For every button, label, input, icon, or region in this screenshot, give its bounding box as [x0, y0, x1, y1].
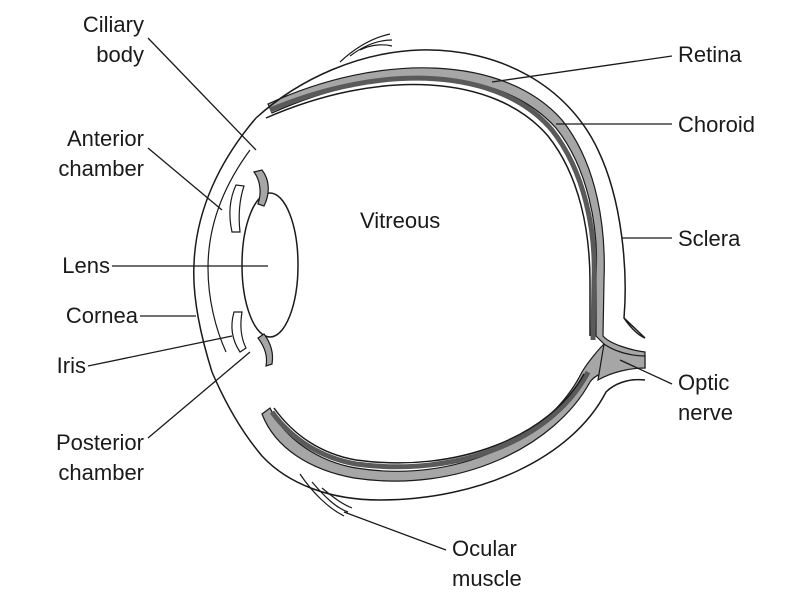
label-sclera: Sclera: [678, 224, 740, 254]
label-anterior-chamber: Anterior chamber: [10, 124, 144, 184]
leader-ocular-muscle: [344, 512, 446, 550]
lens-shape: [242, 193, 298, 337]
leader-ciliary-body: [148, 38, 256, 150]
label-ciliary-body: Ciliary body: [40, 10, 144, 70]
ciliary-body-lower: [258, 334, 273, 366]
label-posterior-chamber: Posterior chamber: [6, 428, 144, 488]
ocular-muscle-bottom: [300, 474, 352, 516]
iris-lower: [232, 312, 246, 352]
leader-retina: [492, 56, 672, 82]
label-ocular-muscle: Ocular muscle: [452, 534, 522, 594]
leader-posterior-chamber: [148, 352, 250, 438]
ciliary-body-upper: [254, 170, 268, 206]
label-choroid: Choroid: [678, 110, 755, 140]
vitreous-boundary: [266, 85, 590, 463]
label-vitreous: Vitreous: [360, 206, 440, 236]
iris-upper: [230, 185, 244, 232]
leader-anterior-chamber: [148, 148, 222, 210]
label-optic-nerve: Optic nerve: [678, 368, 733, 428]
label-cornea: Cornea: [4, 301, 138, 331]
label-lens: Lens: [30, 251, 110, 281]
label-retina: Retina: [678, 40, 742, 70]
retina-layer-lower: [272, 372, 588, 467]
leader-iris: [88, 336, 232, 366]
optic-nerve-top: [624, 318, 645, 338]
label-iris: Iris: [30, 351, 86, 381]
